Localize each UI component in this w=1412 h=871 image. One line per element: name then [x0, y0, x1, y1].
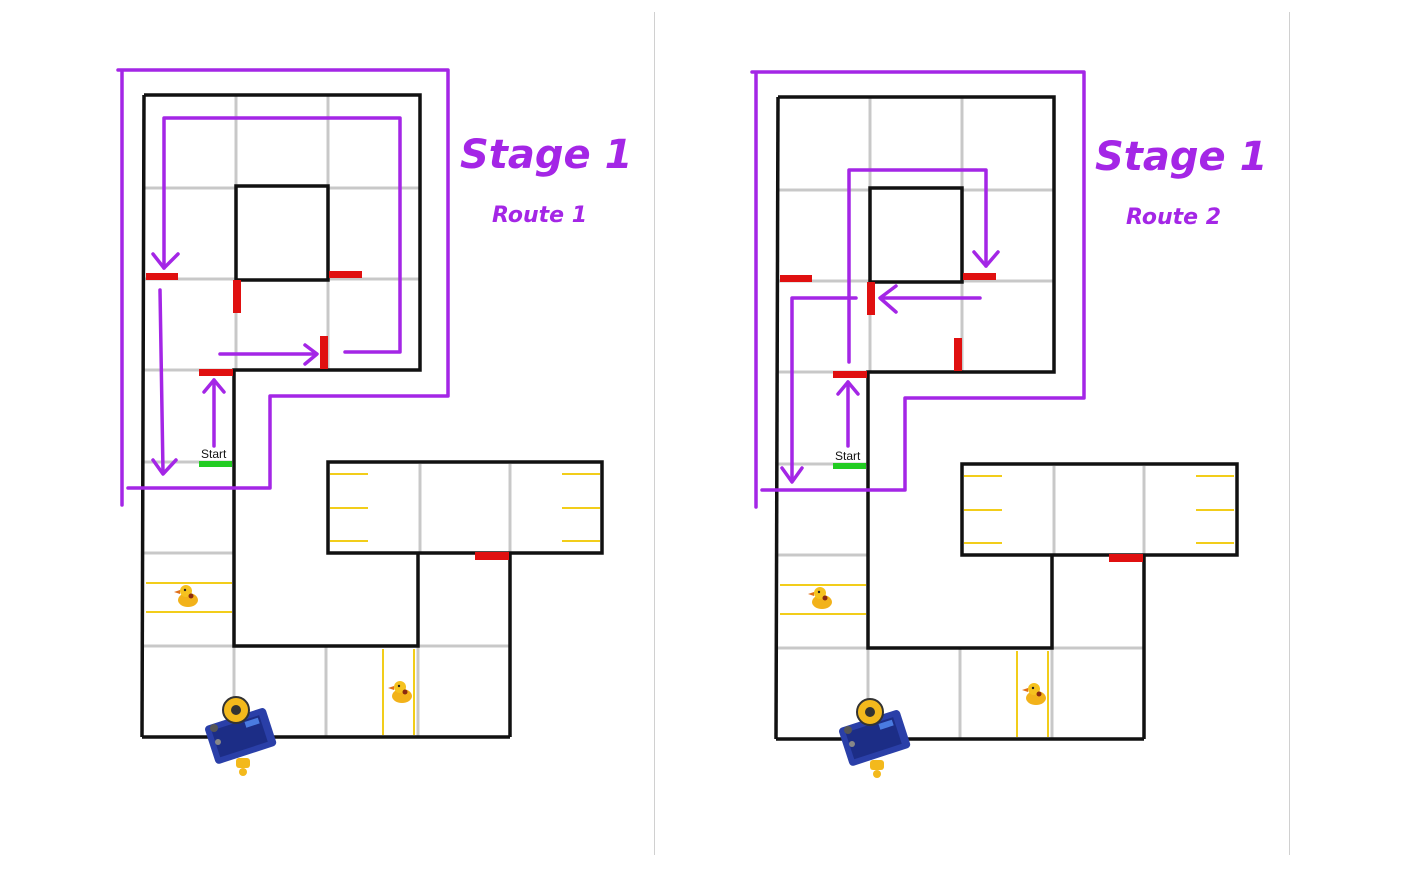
route-label: Route 1 — [492, 203, 587, 228]
route-label: Route 2 — [1126, 205, 1221, 230]
maze-walls — [776, 97, 1237, 739]
start-marker — [199, 461, 232, 467]
route-path — [118, 70, 448, 505]
duck-icon — [1022, 683, 1046, 705]
robot-car-icon — [838, 699, 911, 778]
panel-route-1: Start Stage 1 Route 1 — [118, 70, 632, 776]
goal-stripes — [146, 474, 600, 735]
duck-icon — [808, 587, 832, 609]
panel-route-2: Start Stage 1 Route 2 — [752, 72, 1267, 778]
maze-walls — [142, 95, 602, 737]
duck-icon — [388, 681, 412, 703]
robot-car-icon — [204, 697, 277, 776]
start-label: Start — [201, 447, 227, 461]
route-path — [752, 72, 1084, 507]
start-marker — [833, 463, 866, 469]
stage-label: Stage 1 — [1095, 134, 1267, 180]
stage-label: Stage 1 — [460, 132, 632, 178]
goal-stripes — [780, 476, 1234, 737]
start-label: Start — [835, 449, 861, 463]
duck-icon — [174, 585, 198, 607]
